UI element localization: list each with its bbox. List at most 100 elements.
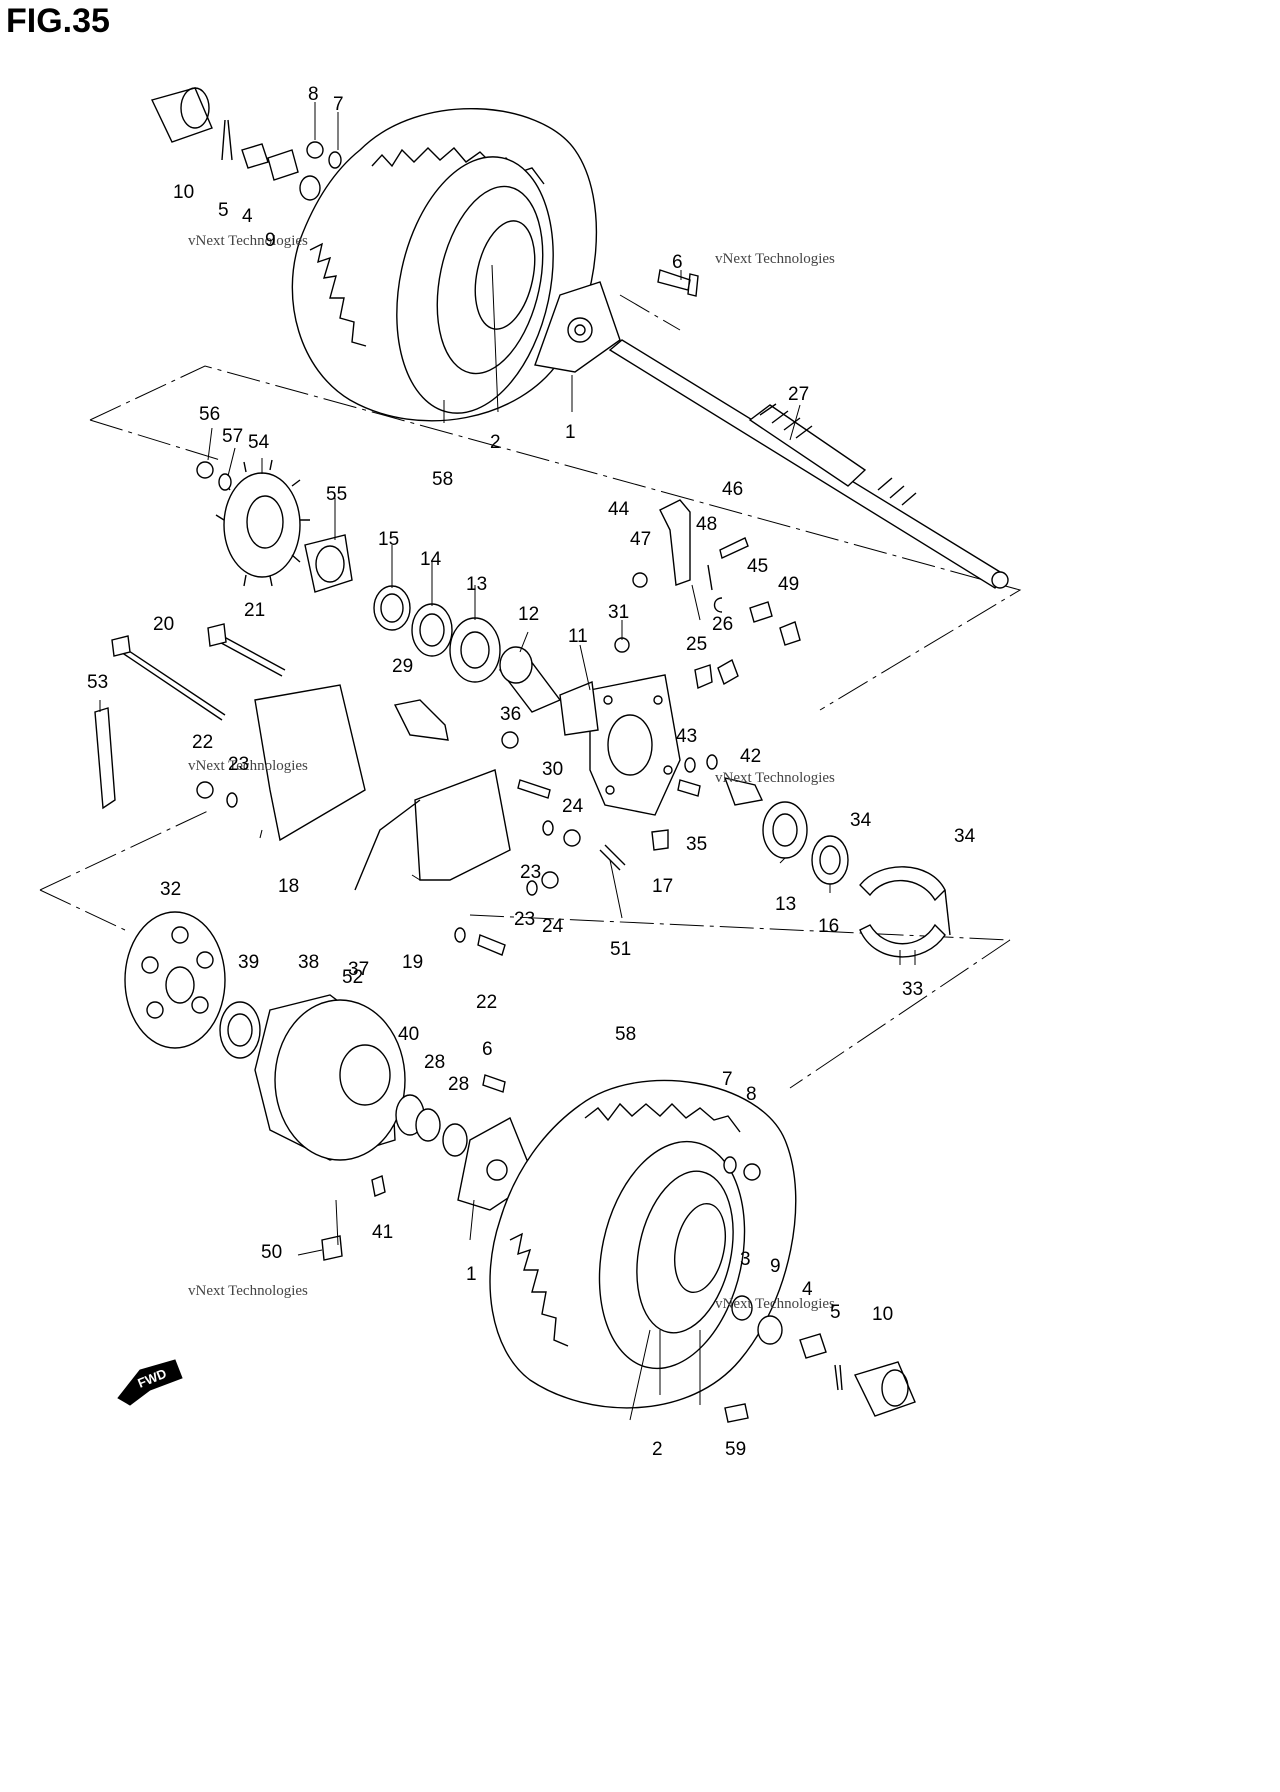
watermark: vNext Technologies vNext Technologies vN… [188,233,835,1312]
part-label: 22 [192,732,213,753]
part-label: 24 [562,796,584,817]
part-label: 15 [378,529,399,550]
part-label: 4 [242,206,253,227]
nut-22 [196,781,214,799]
plain-washer [299,175,321,201]
bushing [749,601,773,623]
part-label: 17 [652,876,673,897]
part-label: 57 [222,426,243,447]
valve-59 [724,1403,749,1423]
bracket-42 [723,777,764,806]
ring-28 [415,1108,441,1142]
part-label: 13 [775,894,796,915]
part-label: 52 [342,967,363,988]
washer-9-lower [757,1315,783,1345]
washer-23 [542,820,554,836]
part-label: 4 [802,1279,813,1300]
part-label: 43 [676,726,697,747]
part-label: 1 [466,1264,477,1285]
seal-39 [219,1001,261,1059]
svg-text:vNext Technologies: vNext Technologies [188,1283,308,1299]
bolt-41 [371,1175,386,1197]
part-label: 41 [372,1222,393,1243]
bolt-6-lower [482,1074,506,1093]
brake-drum-38 [254,994,406,1161]
cap-17 [651,829,669,851]
part-label: 36 [500,704,521,725]
part-label: 25 [686,634,707,655]
part-label: 10 [173,182,194,203]
nut-24 [563,829,581,847]
bolt-21 [211,631,286,677]
bearing-housing [559,674,681,816]
sprocket-hub [304,534,353,593]
part-label: 48 [696,514,717,535]
part-label: 6 [672,252,683,273]
part-label: 16 [818,916,839,937]
part-label: 45 [747,556,768,577]
part-label: 31 [608,602,629,623]
pin-51 [599,844,626,871]
part-label: 8 [746,1084,757,1105]
castle-nut-lower [799,1333,827,1359]
lever-bolt [719,537,749,559]
washer-43 [684,757,696,773]
nut-31 [614,637,630,653]
part-label: 3 [740,1249,751,1270]
seal-16 [811,835,849,885]
part-label: 32 [160,879,181,900]
bolt [657,269,699,297]
part-label: 35 [686,834,707,855]
svg-text:vNext Technologies: vNext Technologies [188,758,308,774]
svg-text:vNext Technologies: vNext Technologies [715,251,835,267]
lever-nut [632,572,648,588]
part-label: 9 [265,230,276,251]
bolt-22 [477,934,506,956]
part-label: 42 [740,746,761,767]
washer-3 [731,1295,753,1321]
part-label: 21 [244,600,265,621]
part-label: 59 [725,1439,746,1460]
upper-hub [534,281,621,373]
part-label: 9 [770,1256,781,1277]
bearing-13 [449,617,501,683]
brake-cam-lever [659,499,691,586]
part-label: 47 [630,529,651,550]
nut-36 [501,731,519,749]
bearing-13-right [762,801,808,859]
washer-7-lower [723,1156,737,1174]
washer-43b [706,754,718,770]
part-label: 11 [568,626,588,647]
part-label: 28 [448,1074,469,1095]
chain-guide-53 [94,707,116,810]
part-label: 2 [490,432,501,453]
part-label: 39 [238,952,259,973]
svg-text:vNext Technologies: vNext Technologies [188,233,308,249]
part-label: 56 [199,404,220,425]
cotter-pin-lower [834,1364,843,1391]
part-label: 23 [228,754,249,775]
bracket-49 [779,621,801,646]
part-label: 34 [954,826,976,847]
part-label: 5 [218,200,229,221]
bolt-35 [677,779,701,797]
part-label: 46 [722,479,743,500]
frame-18 [254,684,366,842]
part-label: 28 [424,1052,445,1073]
part-label: 54 [248,432,270,453]
part-label: 5 [830,1302,841,1323]
part-label: 8 [308,84,319,105]
part-label: 27 [788,384,809,405]
part-label: 40 [398,1024,419,1045]
part-label: 58 [432,469,453,490]
figure-title: FIG.35 [6,2,110,40]
bolt-30 [517,779,551,799]
part-label: 58 [615,1024,636,1045]
frame-19 [414,769,511,881]
part-label: 12 [518,604,539,625]
spring-washer [328,151,342,169]
brake-shoes [859,866,951,958]
nut [306,141,324,159]
leader-lines [99,102,916,1421]
part-label: 38 [298,952,319,973]
